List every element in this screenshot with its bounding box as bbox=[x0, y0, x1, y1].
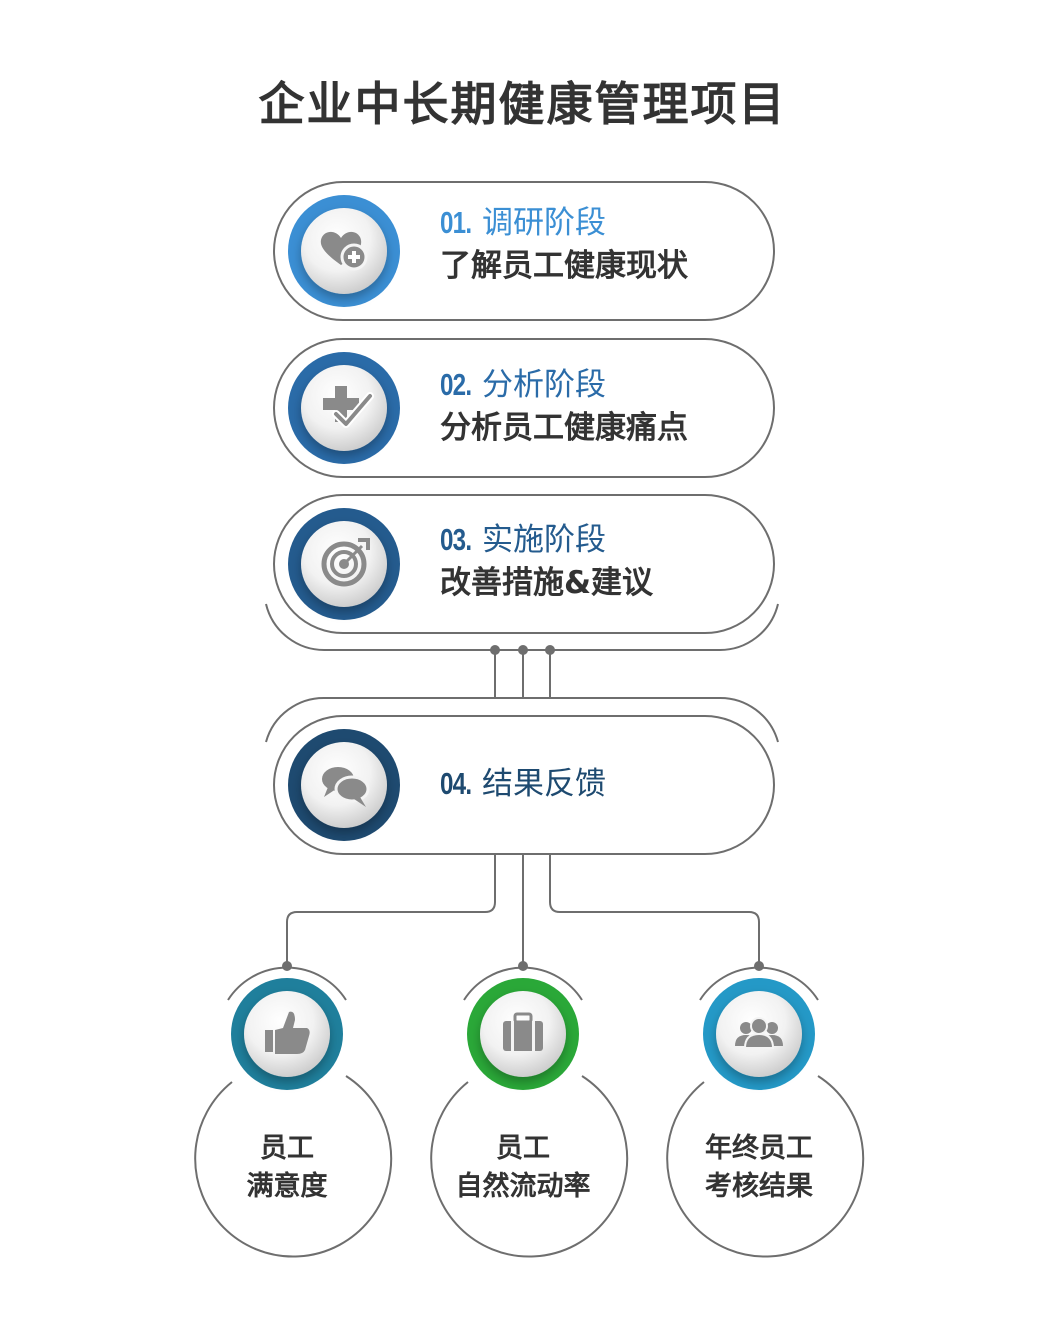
stage-01-card bbox=[273, 181, 775, 321]
outcome-3-line1: 年终员工 bbox=[705, 1133, 813, 1164]
outcome-turnover bbox=[430, 966, 629, 1258]
stage-04-heading: 04. 结果反馈 bbox=[440, 764, 606, 804]
outcome-3-line2: 考核结果 bbox=[705, 1171, 813, 1202]
outcome-2-line1: 员工 bbox=[496, 1133, 550, 1164]
outcome-2-line2: 自然流动率 bbox=[455, 1171, 591, 1202]
chat-bubbles-icon bbox=[322, 767, 370, 807]
page-title: 企业中长期健康管理项目 bbox=[258, 77, 787, 131]
stage-01-name: 调研阶段 bbox=[481, 205, 606, 241]
thumbs-up-icon bbox=[265, 1011, 310, 1054]
outcome-1-label: 员工 满意度 bbox=[187, 1130, 387, 1206]
stage-03-heading: 03. 实施阶段 bbox=[440, 520, 653, 560]
stage-03-card bbox=[273, 494, 775, 634]
stage-bracket-top bbox=[265, 696, 779, 743]
stage-04-card bbox=[273, 715, 775, 855]
briefcase-icon bbox=[503, 1012, 543, 1051]
medical-cross-check-icon bbox=[323, 386, 374, 428]
stage-03-description: 改善措施&建议 bbox=[440, 565, 654, 601]
target-icon bbox=[321, 538, 370, 587]
stage-01-text: 01. 调研阶段 了解员工健康现状 bbox=[440, 203, 688, 287]
outcome-2-label: 员工 自然流动率 bbox=[423, 1130, 623, 1206]
stage-02-card bbox=[273, 338, 775, 478]
stage-04-number: 04. bbox=[440, 766, 472, 801]
stage-01-heading: 01. 调研阶段 bbox=[440, 203, 688, 243]
stage-02-name: 分析阶段 bbox=[481, 367, 606, 403]
stage-02-number: 02. bbox=[440, 367, 472, 402]
outcome-appraisal bbox=[666, 966, 865, 1258]
stage-03-number: 03. bbox=[440, 522, 472, 557]
outcome-1-line2: 满意度 bbox=[246, 1171, 328, 1202]
outcome-1-line1: 员工 bbox=[260, 1133, 314, 1164]
stage-03-name: 实施阶段 bbox=[481, 522, 606, 558]
tree-dots bbox=[282, 961, 764, 971]
stage-02-heading: 02. 分析阶段 bbox=[440, 365, 688, 405]
outcome-satisfaction bbox=[194, 966, 393, 1258]
connector-dots bbox=[490, 645, 555, 655]
tree-lines bbox=[286, 854, 760, 966]
connector-lines bbox=[494, 650, 551, 698]
people-group-icon bbox=[735, 1017, 783, 1049]
stage-02-description: 分析员工健康痛点 bbox=[440, 410, 688, 446]
outcome-3-label: 年终员工 考核结果 bbox=[659, 1130, 859, 1206]
stage-03-text: 03. 实施阶段 改善措施&建议 bbox=[440, 520, 653, 604]
stage-01-number: 01. bbox=[440, 205, 472, 240]
stage-04-name: 结果反馈 bbox=[481, 766, 606, 802]
stage-01-description: 了解员工健康现状 bbox=[440, 248, 688, 284]
stage-02-text: 02. 分析阶段 分析员工健康痛点 bbox=[440, 365, 688, 449]
heart-plus-icon bbox=[320, 231, 368, 271]
stage-04-text: 04. 结果反馈 bbox=[440, 764, 606, 804]
